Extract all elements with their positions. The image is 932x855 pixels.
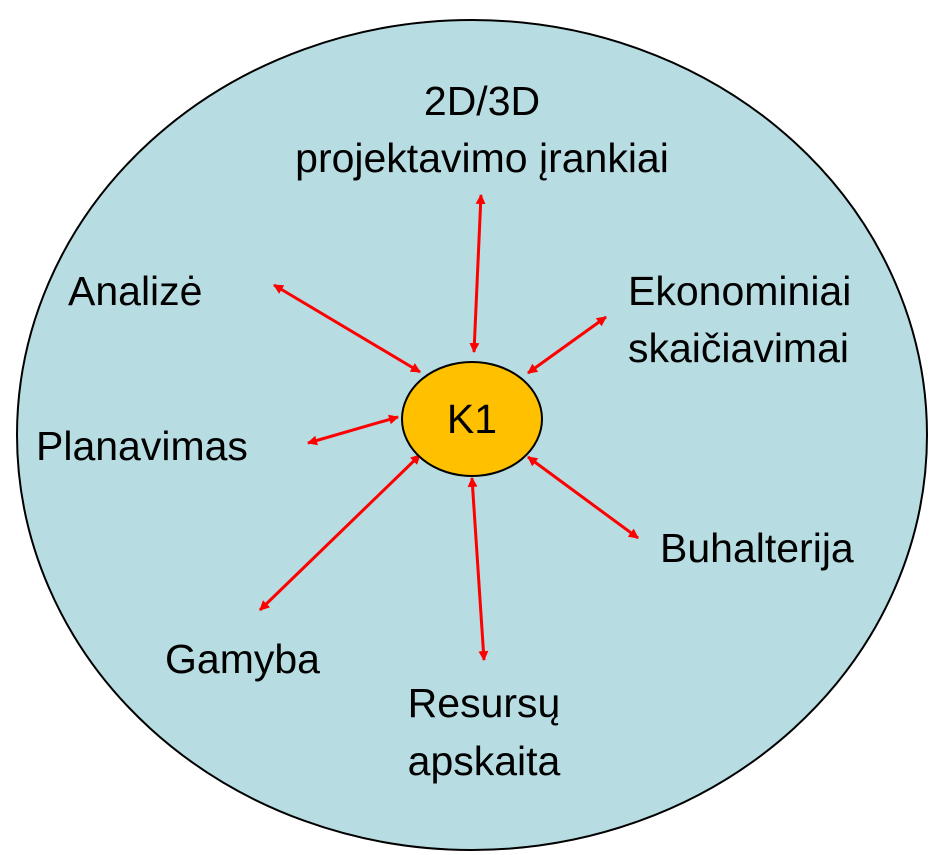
arrow-economic bbox=[527, 315, 607, 375]
node-design-tools-line-1: 2D/3D bbox=[424, 78, 540, 124]
arrow-design-tools bbox=[469, 194, 486, 353]
arrow-accounting bbox=[527, 455, 639, 540]
node-resource-line-1: Resursų bbox=[408, 680, 561, 726]
center-node-label: K1 bbox=[447, 396, 497, 442]
center-node-k1[interactable] bbox=[401, 361, 543, 477]
node-accounting-label: Buhalterija bbox=[660, 525, 854, 571]
node-design-tools-line-2: projektavimo įrankiai bbox=[295, 135, 669, 181]
arrow-resources bbox=[467, 477, 489, 661]
node-analysis-label: Analizė bbox=[68, 268, 202, 314]
connector-arrows bbox=[258, 194, 639, 661]
node-resource-line-2: apskaita bbox=[408, 738, 561, 784]
node-economic-line-2: skaičiavimai bbox=[628, 325, 849, 371]
arrow-planning bbox=[307, 414, 399, 446]
node-planning-label: Planavimas bbox=[36, 423, 248, 469]
node-economic-line-1: Ekonominiai bbox=[628, 268, 851, 314]
node-production-label: Gamyba bbox=[165, 636, 320, 682]
arrow-production bbox=[258, 453, 422, 612]
arrow-analysis bbox=[273, 283, 421, 374]
